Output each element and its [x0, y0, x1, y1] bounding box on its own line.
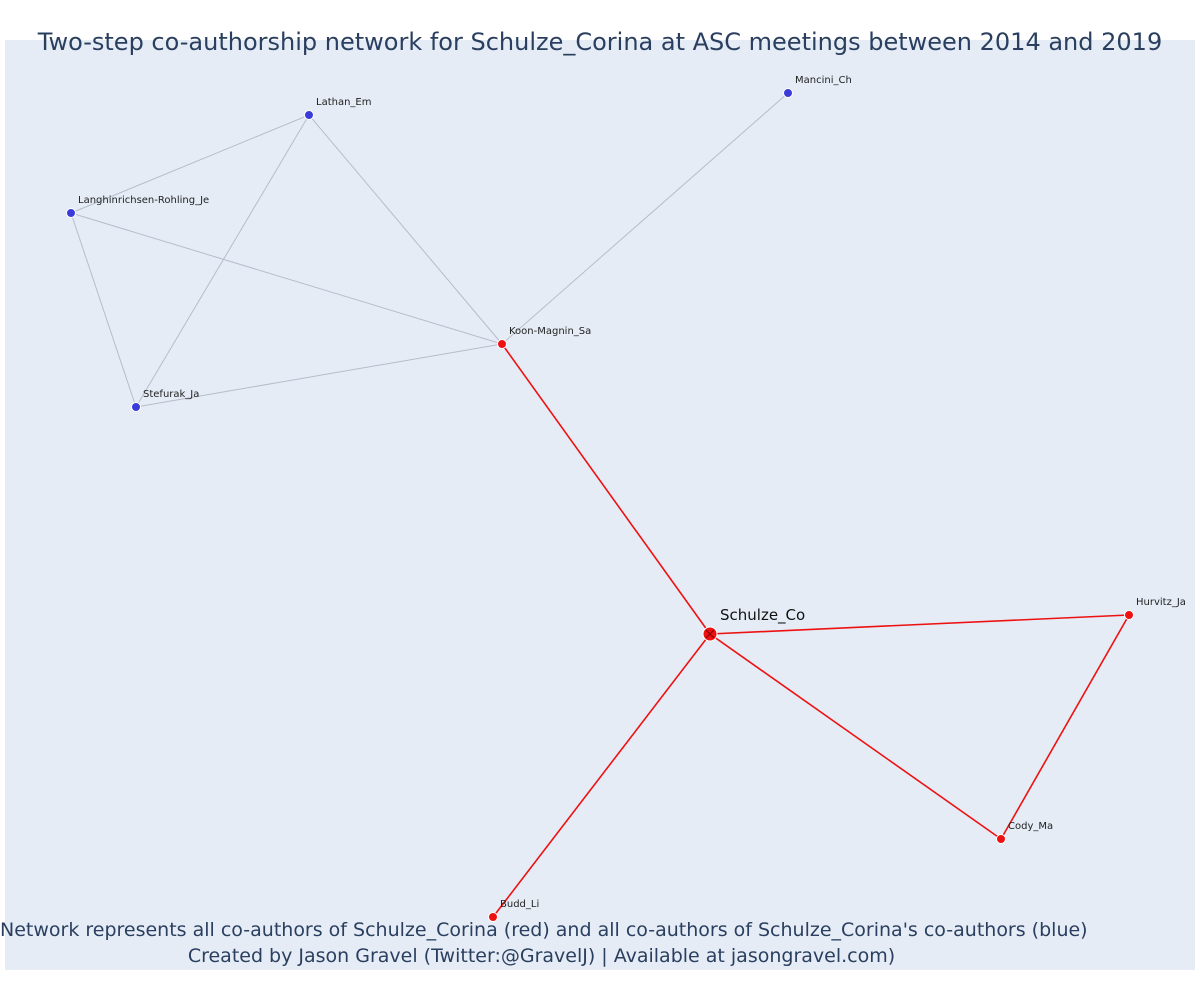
edge-Koon-Magnin_Sa-Lathan_Em	[308, 114, 503, 345]
node-label-Hurvitz_Ja: Hurvitz_Ja	[1136, 597, 1186, 608]
chart-title: Two-step co-authorship network for Schul…	[37, 28, 1163, 56]
node-label-Lathan_Em: Lathan_Em	[316, 97, 371, 108]
edge-Koon-Magnin_Sa-Langhinrichsen-Rohling_Je	[70, 212, 503, 345]
node-label-Schulze_Co: Schulze_Co	[720, 606, 805, 625]
node-Stefurak_Ja[interactable]	[131, 402, 141, 412]
edge-Schulze_Co-Budd_Li	[492, 633, 711, 918]
node-label-Budd_Li: Budd_Li	[500, 899, 539, 910]
node-Budd_Li[interactable]	[488, 912, 498, 922]
edge-Koon-Magnin_Sa-Stefurak_Ja	[135, 343, 503, 408]
edge-Koon-Magnin_Sa-Mancini_Ch	[501, 92, 789, 345]
edges-layer	[70, 92, 1130, 918]
plot-area	[5, 40, 1195, 970]
edge-Schulze_Co-Cody_Ma	[709, 633, 1002, 840]
focal-marker-icon	[705, 629, 715, 639]
node-label-Koon-Magnin_Sa: Koon-Magnin_Sa	[509, 326, 591, 337]
edge-Schulze_Co-Koon-Magnin_Sa	[501, 343, 711, 635]
node-Hurvitz_Ja[interactable]	[1124, 610, 1134, 620]
labels-layer: Schulze_Co Koon-Magnin_SaHurvitz_JaCody_M…	[78, 75, 1186, 910]
node-Lathan_Em[interactable]	[304, 110, 314, 120]
node-Mancini_Ch[interactable]	[783, 88, 793, 98]
caption-legend-note: Network represents all co-authors of Sch…	[0, 919, 1088, 941]
edge-Lathan_Em-Stefurak_Ja	[135, 114, 310, 408]
node-Cody_Ma[interactable]	[996, 834, 1006, 844]
edge-Schulze_Co-Hurvitz_Ja	[709, 614, 1130, 635]
caption-credit: Created by Jason Gravel (Twitter:@Gravel…	[187, 945, 896, 967]
node-Koon-Magnin_Sa[interactable]	[497, 339, 507, 349]
node-label-Stefurak_Ja: Stefurak_Ja	[143, 389, 199, 400]
node-label-Mancini_Ch: Mancini_Ch	[795, 75, 852, 86]
edge-Hurvitz_Ja-Cody_Ma	[1000, 614, 1130, 840]
node-label-Cody_Ma: Cody_Ma	[1008, 821, 1053, 832]
node-Langhinrichsen-Rohling_Je[interactable]	[66, 208, 76, 218]
edge-Langhinrichsen-Rohling_Je-Stefurak_Ja	[70, 212, 137, 408]
edge-Lathan_Em-Langhinrichsen-Rohling_Je	[70, 114, 310, 214]
node-label-Langhinrichsen-Rohling_Je: Langhinrichsen-Rohling_Je	[78, 195, 209, 206]
nodes-layer	[66, 88, 1134, 922]
